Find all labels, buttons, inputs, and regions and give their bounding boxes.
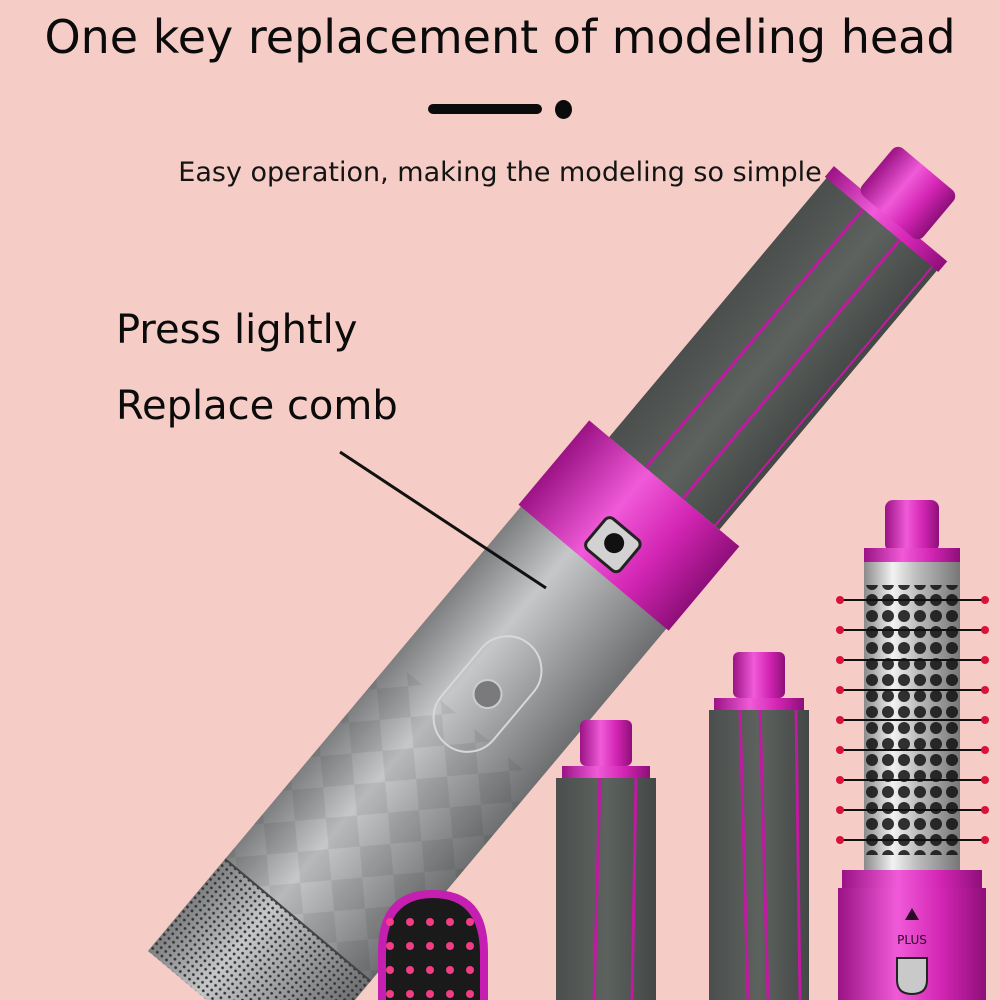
callout-press-lightly: Press lightly bbox=[116, 307, 358, 353]
callout-replace-comb: Replace comb bbox=[116, 383, 398, 429]
release-button-brush bbox=[896, 957, 928, 996]
page-title: One key replacement of modeling head bbox=[44, 10, 956, 64]
hair-styler-main bbox=[147, 146, 956, 1000]
oval-brush-attachment bbox=[378, 890, 488, 1000]
round-brush-attachment: PLUS bbox=[836, 500, 989, 1000]
curling-barrel bbox=[609, 176, 938, 530]
barrel-tip bbox=[860, 146, 956, 240]
callout-pointer-line bbox=[339, 450, 547, 590]
switch-outline bbox=[432, 635, 543, 753]
title-divider bbox=[428, 100, 578, 120]
plus-label: PLUS bbox=[897, 933, 927, 947]
long-curling-barrel-attachment bbox=[709, 652, 809, 1000]
switch-knob bbox=[472, 679, 503, 710]
divider-dot bbox=[555, 100, 572, 119]
subtitle: Easy operation, making the modeling so s… bbox=[178, 157, 822, 188]
short-curling-barrel-attachment bbox=[556, 720, 656, 1000]
divider-bar bbox=[428, 104, 542, 114]
air-intake-mesh bbox=[147, 858, 371, 1000]
magenta-collar bbox=[518, 420, 740, 631]
